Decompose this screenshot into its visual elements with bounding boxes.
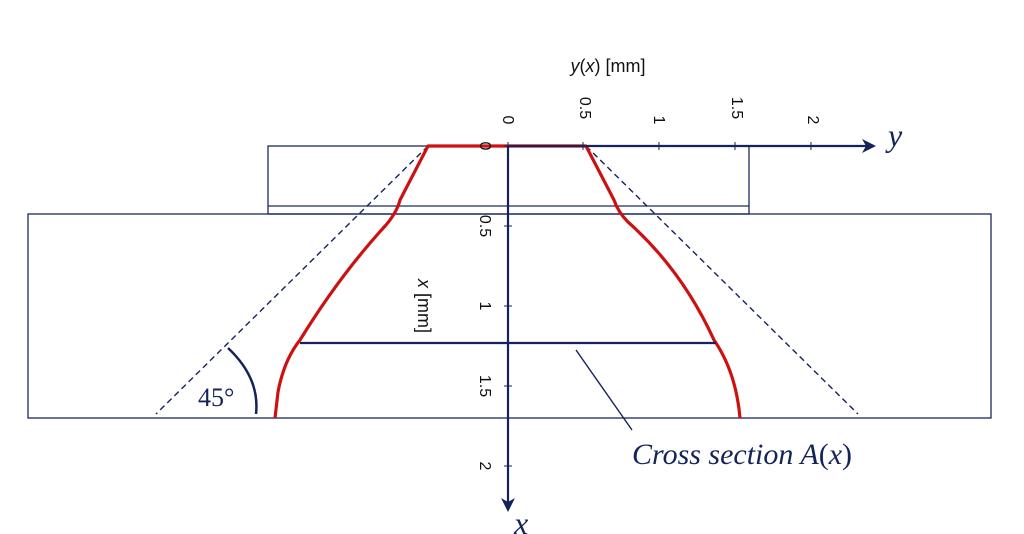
x-tick-label: 1 (476, 302, 493, 311)
x-tick-label: 0 (476, 142, 493, 151)
left-45-guide (155, 145, 429, 415)
x-ticks (504, 145, 512, 467)
y-axis-title-var: x (585, 56, 596, 76)
cross-section-label: Cross section A(x) (632, 438, 852, 471)
x-tick-label: 0.5 (476, 215, 493, 237)
y-tick-label: 2 (804, 116, 821, 125)
cross-section-label-A: A (798, 438, 819, 471)
x-tick-label: 2 (476, 462, 493, 471)
y-axis-title: y(x) [mm] (569, 56, 646, 76)
y-tick-label: 0.5 (576, 97, 593, 119)
x-axis-title-rest: [mm] (414, 288, 434, 333)
y-axis-title-paren: ( (580, 56, 586, 76)
x-axis-arrowhead (501, 498, 515, 512)
lower-block (27, 213, 992, 419)
angle-label: 45° (198, 383, 234, 412)
y-axis-title-italic: y (569, 56, 581, 76)
angle-arc (227, 347, 258, 415)
cross-section-label-open: ( (819, 438, 829, 471)
y-axis-title-rest: ) [mm] (595, 56, 646, 76)
y-tick-label: 1 (650, 116, 667, 125)
x-tick-label: 1.5 (476, 375, 493, 397)
x-axis-symbol: x (513, 505, 528, 534)
cross-section-leader (575, 349, 633, 431)
x-axis-title: x [mm] (414, 278, 434, 333)
cross-section-label-x: x (828, 438, 843, 471)
y-axis-arrowhead (862, 139, 876, 153)
y-ticks (507, 142, 812, 150)
cross-section-label-close: ) (842, 438, 852, 471)
x-axis-title-italic: x (414, 278, 434, 289)
right-45-guide (585, 145, 859, 415)
y-tick-label: 0 (499, 116, 516, 125)
y-axis-symbol: y (885, 117, 903, 153)
y-tick-label: 1.5 (728, 97, 745, 119)
cross-section-label-main: Cross section (632, 438, 800, 471)
